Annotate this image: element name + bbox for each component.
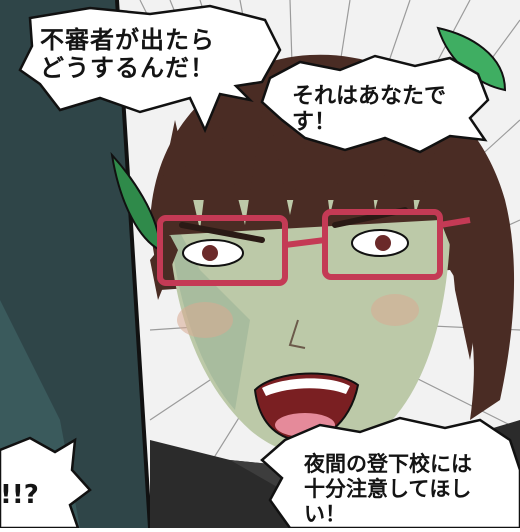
speech-text-top-right: それはあなたです！ <box>292 84 447 135</box>
teeth <box>262 378 350 396</box>
cheek-left <box>177 302 233 338</box>
glasses-icon <box>157 209 471 286</box>
speech-text-top-left: 不審者が出たら どうするんだ！ <box>40 26 215 83</box>
pupil-right <box>375 235 391 251</box>
cheek-right <box>371 294 419 326</box>
face <box>168 200 450 457</box>
speech-text-bottom-right: 夜間の登下校には 十分注意してほしい！ <box>304 452 472 526</box>
speech-bubble-bottom-right <box>260 416 520 530</box>
hair-side-right <box>450 240 480 360</box>
speech-text-cut-left: !!? <box>0 480 39 510</box>
pupil-left <box>202 245 218 261</box>
eyebrow-left <box>179 222 265 243</box>
hair-clip-top-icon <box>436 26 507 92</box>
speech-bubble-top-left <box>18 4 282 134</box>
nose <box>288 319 306 349</box>
speech-bubble-top-right <box>260 54 490 154</box>
